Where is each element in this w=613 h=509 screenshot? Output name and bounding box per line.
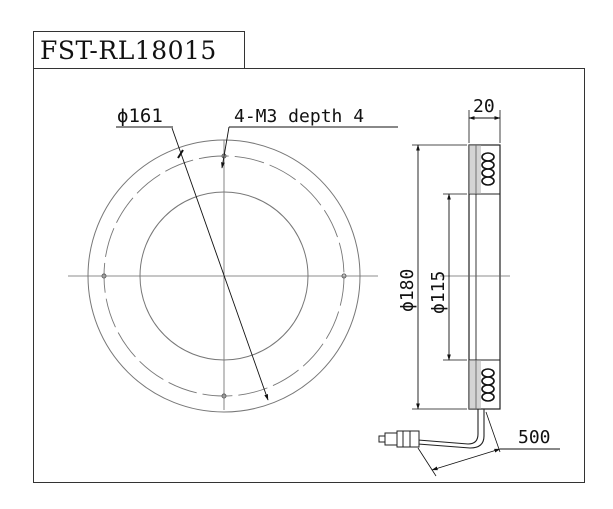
dia180-label: ϕ180 [397, 269, 418, 312]
outer-ring-circle [87, 139, 361, 413]
mounting-hole-left [101, 273, 107, 279]
cable-length-ext-left [417, 447, 437, 477]
side-view: 20 ϕ180 ϕ115 [378, 96, 560, 477]
width-label: 20 [473, 96, 495, 117]
cable [417, 409, 479, 445]
holes-leader [221, 126, 230, 169]
diameter-161-tick [177, 149, 184, 159]
drawing-frame [33, 68, 585, 483]
diameter-161-label: ϕ161 [117, 105, 163, 127]
mounting-hole-bottom [221, 393, 227, 399]
inner-ring-circle [139, 191, 309, 361]
drawing-title: FST-RL18015 [33, 31, 245, 68]
cable-inner [417, 409, 485, 449]
top-led-coil [481, 152, 495, 186]
mounting-hole-right [341, 273, 347, 279]
connector [378, 430, 420, 448]
cable-length-dim-line [431, 448, 501, 471]
cable-length-label: 500 [518, 427, 551, 448]
dia115-label: ϕ115 [428, 271, 449, 314]
holes-label: 4-M3 depth 4 [234, 106, 364, 127]
bottom-led-coil [481, 368, 495, 402]
top-section-hatch [469, 145, 481, 194]
diameter-161-leader [171, 127, 269, 401]
cable-length-ext-right [485, 411, 501, 453]
bottom-section-hatch [469, 360, 481, 409]
front-view: ϕ161 4-M3 depth 4 [68, 105, 398, 413]
